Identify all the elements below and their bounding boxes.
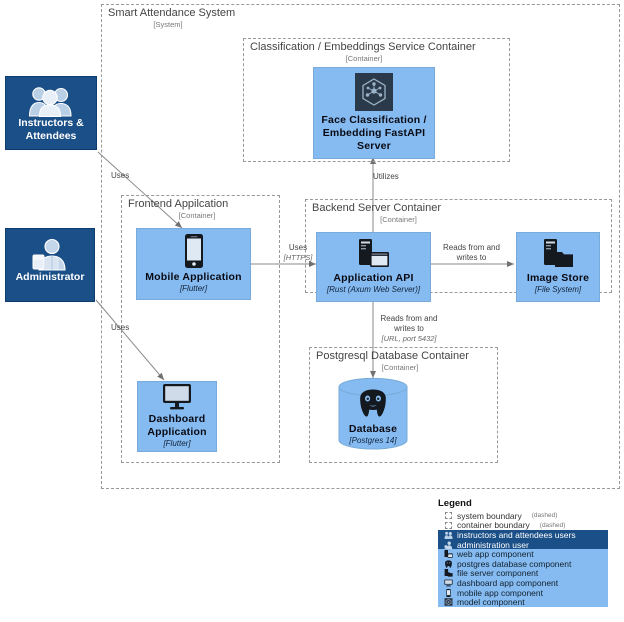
actor-label: Administrator (15, 271, 85, 283)
legend: Legend system boundary (dashed) containe… (438, 498, 608, 607)
boundary-title: Postgresql Database Container (316, 350, 469, 362)
legend-row-label: mobile app component (457, 587, 544, 598)
component-label: Database (348, 422, 398, 435)
actor-label: Instructors & Attendees (18, 117, 84, 142)
postgres-icon (356, 388, 390, 420)
edge-label-text: Reads from and writes to (443, 243, 500, 262)
web-app-icon (357, 239, 391, 269)
dashboard-app-icon (161, 384, 193, 410)
boundary-smart-attendance-system: Smart Attendance System [System] (101, 4, 620, 489)
boundary-classification-service: Classification / Embeddings Service Cont… (243, 38, 510, 162)
legend-row-label: model component (457, 597, 525, 608)
mobile-app-icon (444, 588, 453, 597)
legend-row-system-boundary: system boundary (dashed) (438, 511, 608, 521)
boundary-title: Backend Server Container (312, 202, 442, 214)
file-server-icon (444, 569, 453, 577)
component-application-api[interactable]: Application API [Rust (Axum Web Server)] (316, 232, 431, 302)
legend-row-label: instructors and attendees users (457, 529, 576, 540)
users-icon (444, 531, 453, 539)
component-label: Mobile Application (145, 271, 242, 283)
edge-label-api-model: Utilizes (373, 172, 399, 182)
legend-row-administration-user: administration user (438, 540, 608, 550)
legend-row-model-component: model component (438, 597, 608, 607)
boundary-title: Frontend Appilcation (128, 198, 229, 210)
edge-label-mobile-api: Uses [HTTPS] (278, 243, 318, 263)
legend-row-container-boundary: container boundary (dashed) (438, 520, 608, 531)
component-label: Application API (333, 272, 414, 284)
legend-row-dashboard-app-component: dashboard app component (438, 578, 608, 588)
edge-label-text: Reads from and writes to (380, 314, 438, 333)
boundary-frontend-application: Frontend Appilcation [Container] (121, 195, 280, 463)
edge-label-tech: [HTTPS] (283, 253, 313, 262)
postgres-icon (444, 560, 453, 568)
database-cylinder-shape (338, 377, 408, 450)
edge-label-text: Uses (288, 243, 308, 252)
boundary-subtitle: [Container] (381, 363, 419, 372)
connector-administrator-dashboard (95, 299, 165, 381)
admin-user-icon (444, 541, 453, 549)
legend-row-label: web app component (457, 549, 534, 560)
model-icon (444, 598, 453, 606)
file-server-icon (541, 239, 575, 269)
edge-label-administrator-dashboard: Uses (111, 323, 129, 333)
legend-title: Legend (438, 498, 472, 509)
edge-label-tech: [URL, port 5432] (381, 334, 437, 343)
legend-row-label: container boundary (457, 520, 530, 531)
mobile-app-icon (182, 234, 206, 268)
admin-user-icon (28, 237, 72, 271)
boundary-subtitle: [Container] (345, 54, 383, 63)
connector-instructors-mobile (97, 151, 183, 229)
legend-row-instructors-users: instructors and attendees users (438, 530, 608, 540)
legend-row-label: postgres database component (457, 558, 572, 569)
legend-row-label: file server component (457, 568, 539, 579)
component-tech: [Flutter] (179, 284, 208, 293)
legend-row-file-server-component: file server component (438, 568, 608, 579)
boundary-backend-server: Backend Server Container [Container] (305, 199, 612, 293)
component-label: Face Classification / Embedding FastAPI … (321, 114, 427, 152)
legend-row-web-app-component: web app component (438, 549, 608, 559)
legend-row-label: administration user (457, 539, 529, 550)
boundary-title: Classification / Embeddings Service Cont… (250, 41, 476, 53)
component-dashboard-application[interactable]: Dashboard Application [Flutter] (137, 381, 217, 452)
legend-row-label: system boundary (457, 510, 522, 521)
users-icon (28, 85, 74, 118)
component-tech: [Flutter] (163, 439, 191, 448)
component-mobile-application[interactable]: Mobile Application [Flutter] (136, 228, 251, 300)
legend-row-postgres-component: postgres database component (438, 559, 608, 569)
boundary-subtitle: [Container] (178, 211, 216, 220)
legend-row-label: dashboard app component (457, 577, 559, 588)
edge-label-instructors-mobile: Uses (111, 171, 129, 181)
dashed-square-icon (444, 521, 453, 529)
boundary-title: Smart Attendance System (108, 7, 236, 19)
edge-label-api-database: Reads from and writes to [URL, port 5432… (373, 314, 445, 344)
edge-label-text: Utilizes (373, 172, 399, 181)
actor-instructors-and-attendees[interactable]: Instructors & Attendees (5, 76, 97, 150)
component-label: Dashboard Application (147, 413, 207, 438)
edge-label-text: Uses (111, 323, 130, 332)
legend-row-mobile-app-component: mobile app component (438, 588, 608, 598)
web-app-icon (444, 550, 453, 558)
component-tech: [Postgres 14] (349, 435, 397, 445)
component-tech: [Rust (Axum Web Server)] (326, 285, 421, 294)
component-database[interactable]: Database [Postgres 14] (338, 377, 408, 450)
legend-row-note: (dashed) (531, 512, 558, 520)
boundary-subtitle: [Container] (380, 215, 417, 224)
component-face-classification-server[interactable]: Face Classification / Embedding FastAPI … (313, 67, 435, 159)
component-image-store[interactable]: Image Store [File System] (516, 232, 600, 302)
legend-row-note: (dashed) (539, 521, 566, 529)
boundary-subtitle: [System] (153, 20, 183, 29)
edge-label-api-imagestore: Reads from and writes to (434, 243, 509, 263)
component-label: Image Store (526, 272, 590, 284)
dashboard-app-icon (444, 579, 453, 587)
component-tech: [File System] (534, 285, 582, 294)
actor-administrator[interactable]: Administrator (5, 228, 95, 302)
model-icon (355, 73, 393, 111)
boundary-postgresql-database: Postgresql Database Container [Container… (309, 347, 498, 463)
dashed-square-icon (444, 512, 453, 520)
edge-label-text: Uses (111, 171, 130, 180)
